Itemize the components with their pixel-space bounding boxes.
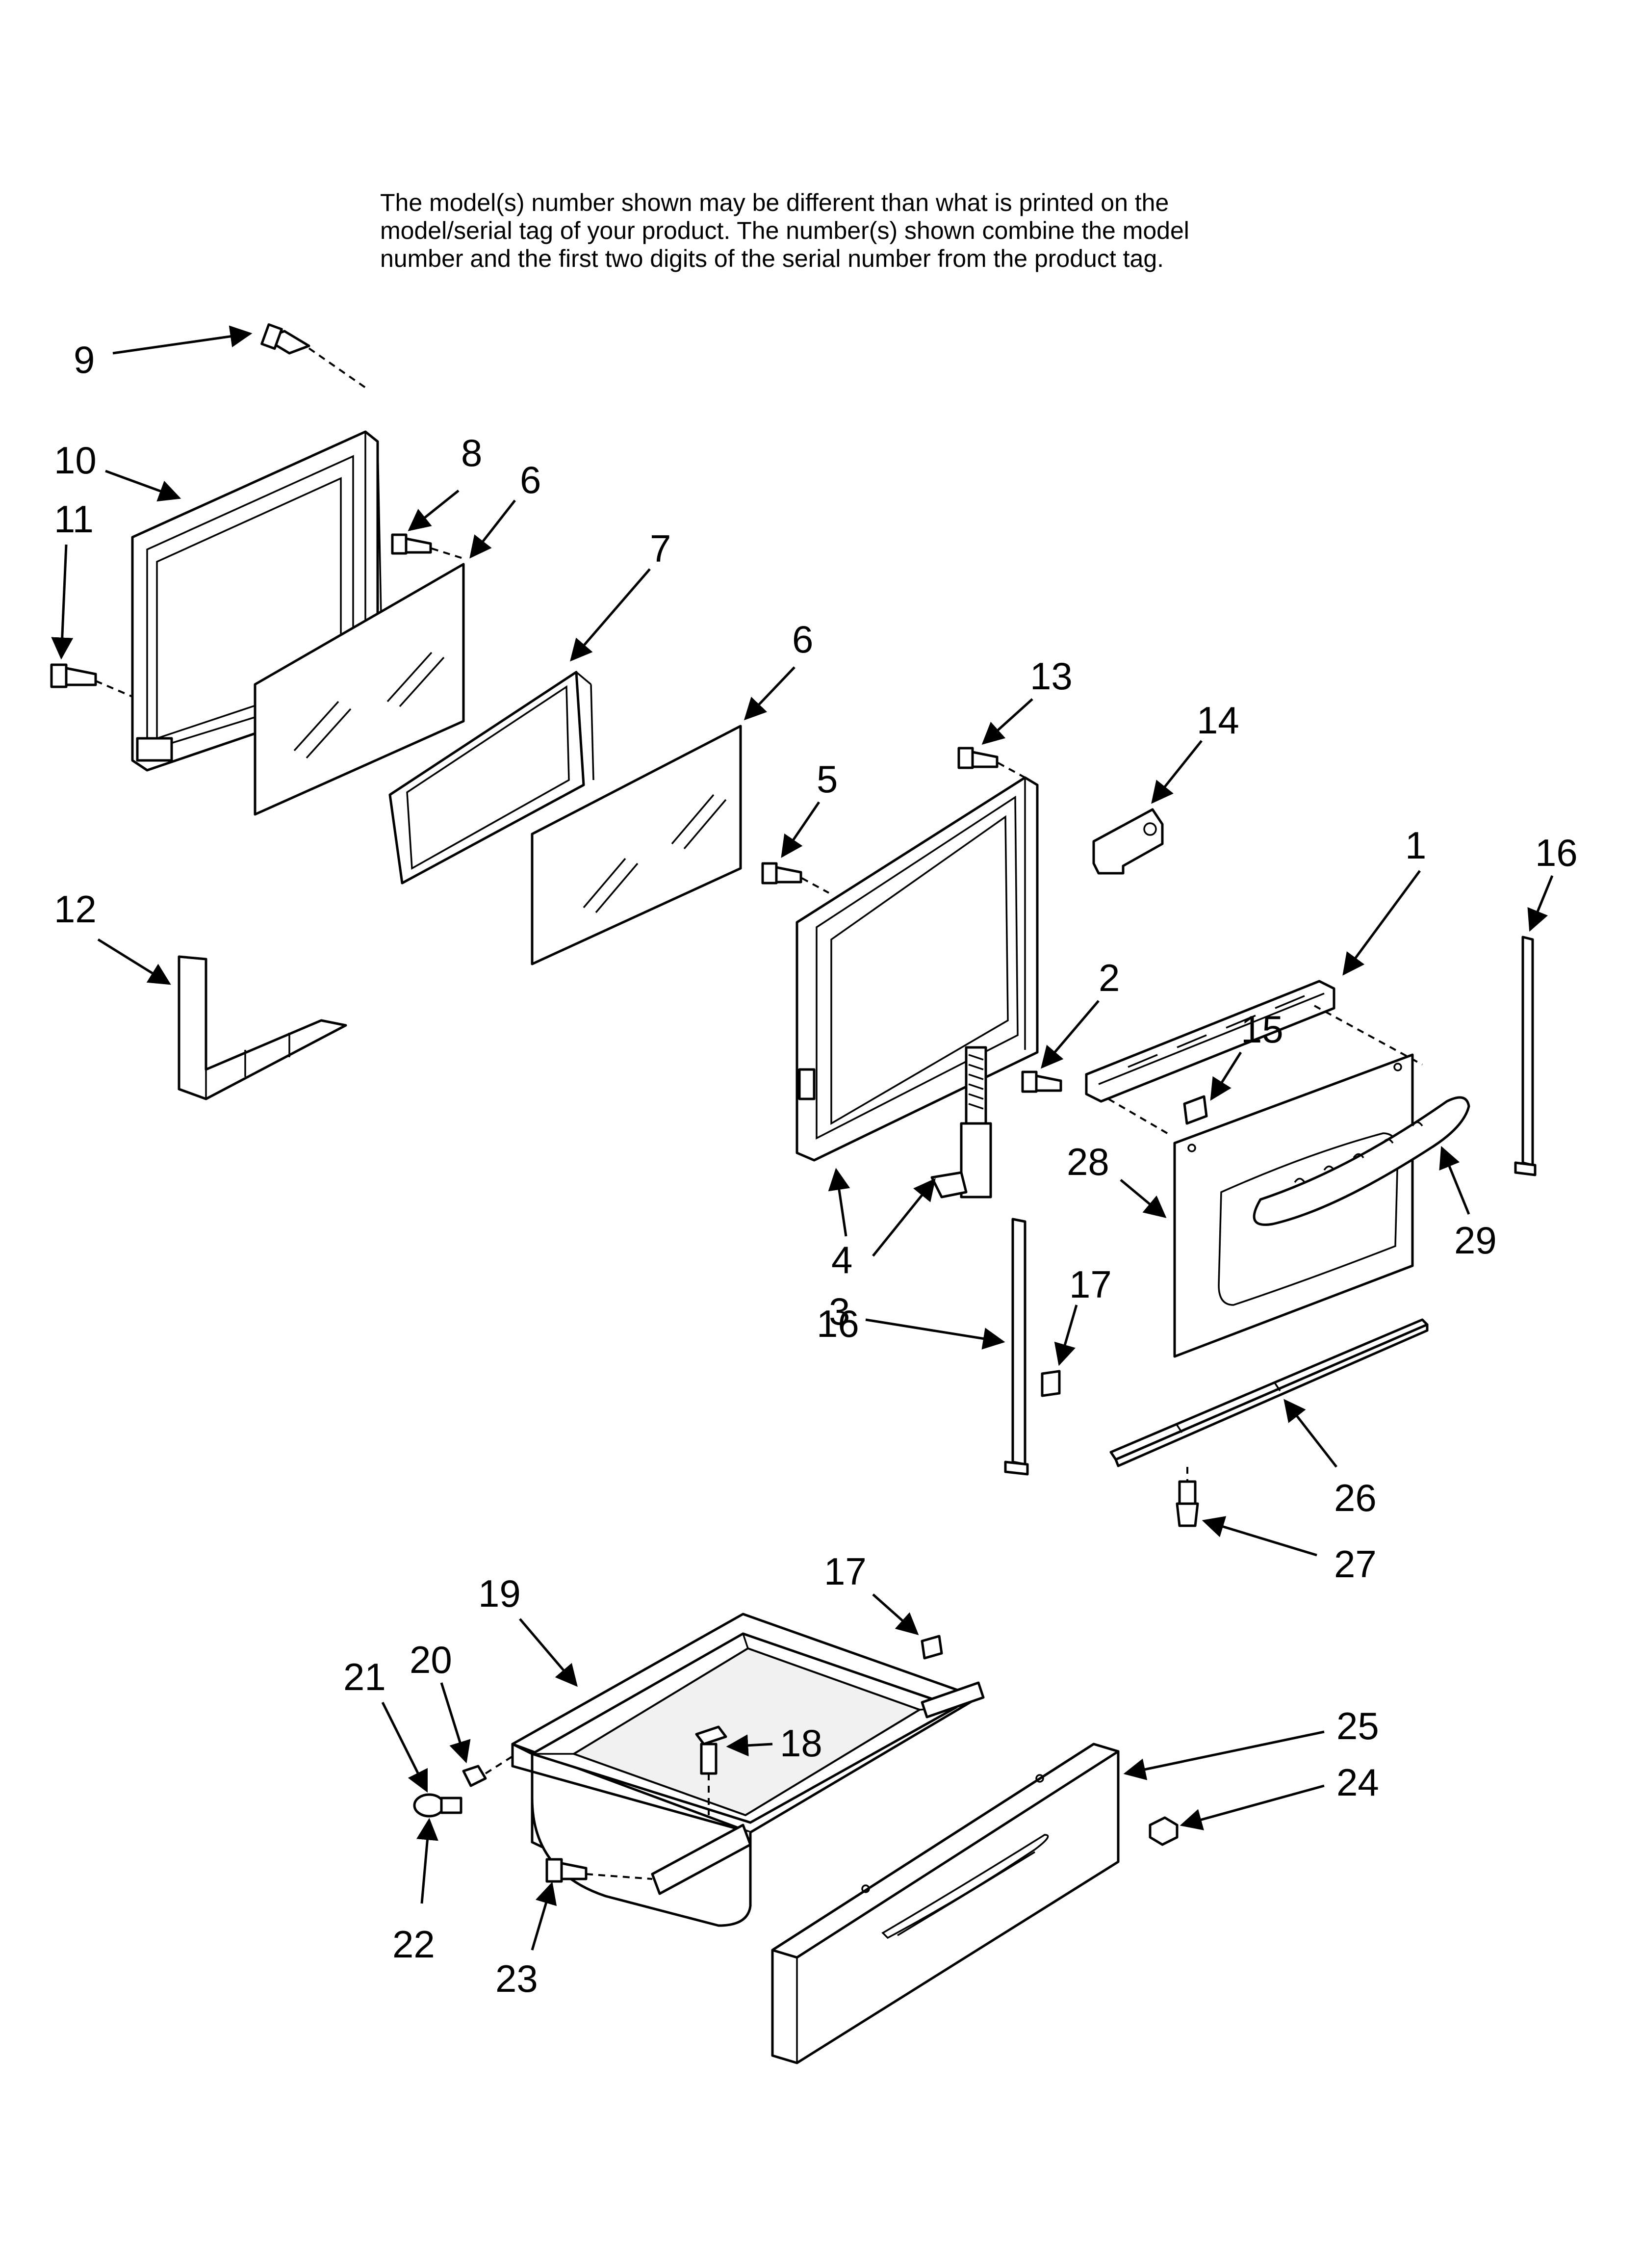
callout-7: 7 xyxy=(650,527,671,570)
callout-26: 26 xyxy=(1334,1476,1377,1519)
note-line-3: number and the first two digits of the s… xyxy=(380,245,1164,272)
nut-24 xyxy=(1149,1816,1179,1846)
clip-17-lower xyxy=(921,1635,943,1660)
bracket-14 xyxy=(1092,808,1164,875)
side-trim-left xyxy=(1004,1218,1029,1476)
callout-20: 20 xyxy=(410,1638,452,1681)
screw-2 xyxy=(1021,1070,1062,1093)
glass-panel-upper xyxy=(254,563,465,816)
drawer-front-panel xyxy=(771,1743,1120,2064)
callout-28: 28 xyxy=(1067,1140,1109,1183)
screw-13 xyxy=(957,747,1026,779)
drawer-roller xyxy=(413,1755,513,1818)
note-line-1: The model(s) number shown may be differe… xyxy=(380,189,1169,216)
callout-24: 24 xyxy=(1336,1761,1379,1804)
door-top-trim xyxy=(1085,980,1423,1134)
callout-19: 19 xyxy=(478,1572,521,1615)
clip-17-upper xyxy=(1041,1370,1061,1397)
callout-14: 14 xyxy=(1197,699,1239,742)
callout-22: 22 xyxy=(392,1923,435,1966)
callout-5: 5 xyxy=(817,757,838,801)
door-handle xyxy=(1253,1096,1470,1226)
screw-8 xyxy=(391,533,466,560)
callout-13: 13 xyxy=(1030,654,1073,698)
outer-door-liner xyxy=(795,776,1039,1162)
side-trim-right xyxy=(1514,936,1537,1176)
callout-17-upper: 17 xyxy=(1069,1263,1112,1306)
screw-5 xyxy=(761,862,829,894)
callout-21: 21 xyxy=(343,1655,386,1698)
screw-27 xyxy=(1176,1467,1199,1527)
door-trim-12 xyxy=(178,955,347,1100)
callout-16-right: 16 xyxy=(1535,831,1578,874)
callout-27: 27 xyxy=(1334,1542,1377,1586)
screw-23 xyxy=(545,1858,653,1883)
callout-3: 3 xyxy=(829,1290,850,1333)
clip-15 xyxy=(1183,1095,1208,1125)
callout-numbers: 9 10 11 8 6 7 6 13 14 5 1 16 12 2 15 4 3… xyxy=(54,338,1578,2000)
callout-23: 23 xyxy=(495,1957,538,2000)
callout-6-lower: 6 xyxy=(792,618,813,661)
insulation-frame xyxy=(388,671,594,885)
hinge xyxy=(930,1046,992,1199)
callout-11: 11 xyxy=(54,497,94,541)
screw-9 xyxy=(260,323,366,389)
model-number-note: The model(s) number shown may be differe… xyxy=(380,189,1484,273)
callout-29: 29 xyxy=(1454,1219,1497,1262)
callout-12: 12 xyxy=(54,887,97,931)
callout-17-lower: 17 xyxy=(824,1550,867,1593)
glass-panel-lower xyxy=(531,725,742,965)
screw-18 xyxy=(695,1725,727,1815)
screw-11 xyxy=(50,663,133,698)
callout-9: 9 xyxy=(74,338,95,381)
callout-10: 10 xyxy=(54,439,97,482)
callout-18: 18 xyxy=(780,1721,822,1765)
callout-6-upper: 6 xyxy=(520,458,541,501)
callout-4: 4 xyxy=(831,1238,852,1281)
callout-15: 15 xyxy=(1241,1008,1283,1051)
callout-16-left: 16 xyxy=(817,1302,859,1345)
note-line-2: model/serial tag of your product. The nu… xyxy=(380,217,1189,244)
callout-8: 8 xyxy=(461,431,482,474)
callout-1: 1 xyxy=(1405,824,1426,867)
drawer-pan xyxy=(511,1613,985,1927)
callout-25: 25 xyxy=(1336,1704,1379,1747)
callout-2: 2 xyxy=(1099,956,1120,999)
leader-lines xyxy=(51,325,1554,1951)
door-bottom-vent xyxy=(1109,1318,1429,1467)
